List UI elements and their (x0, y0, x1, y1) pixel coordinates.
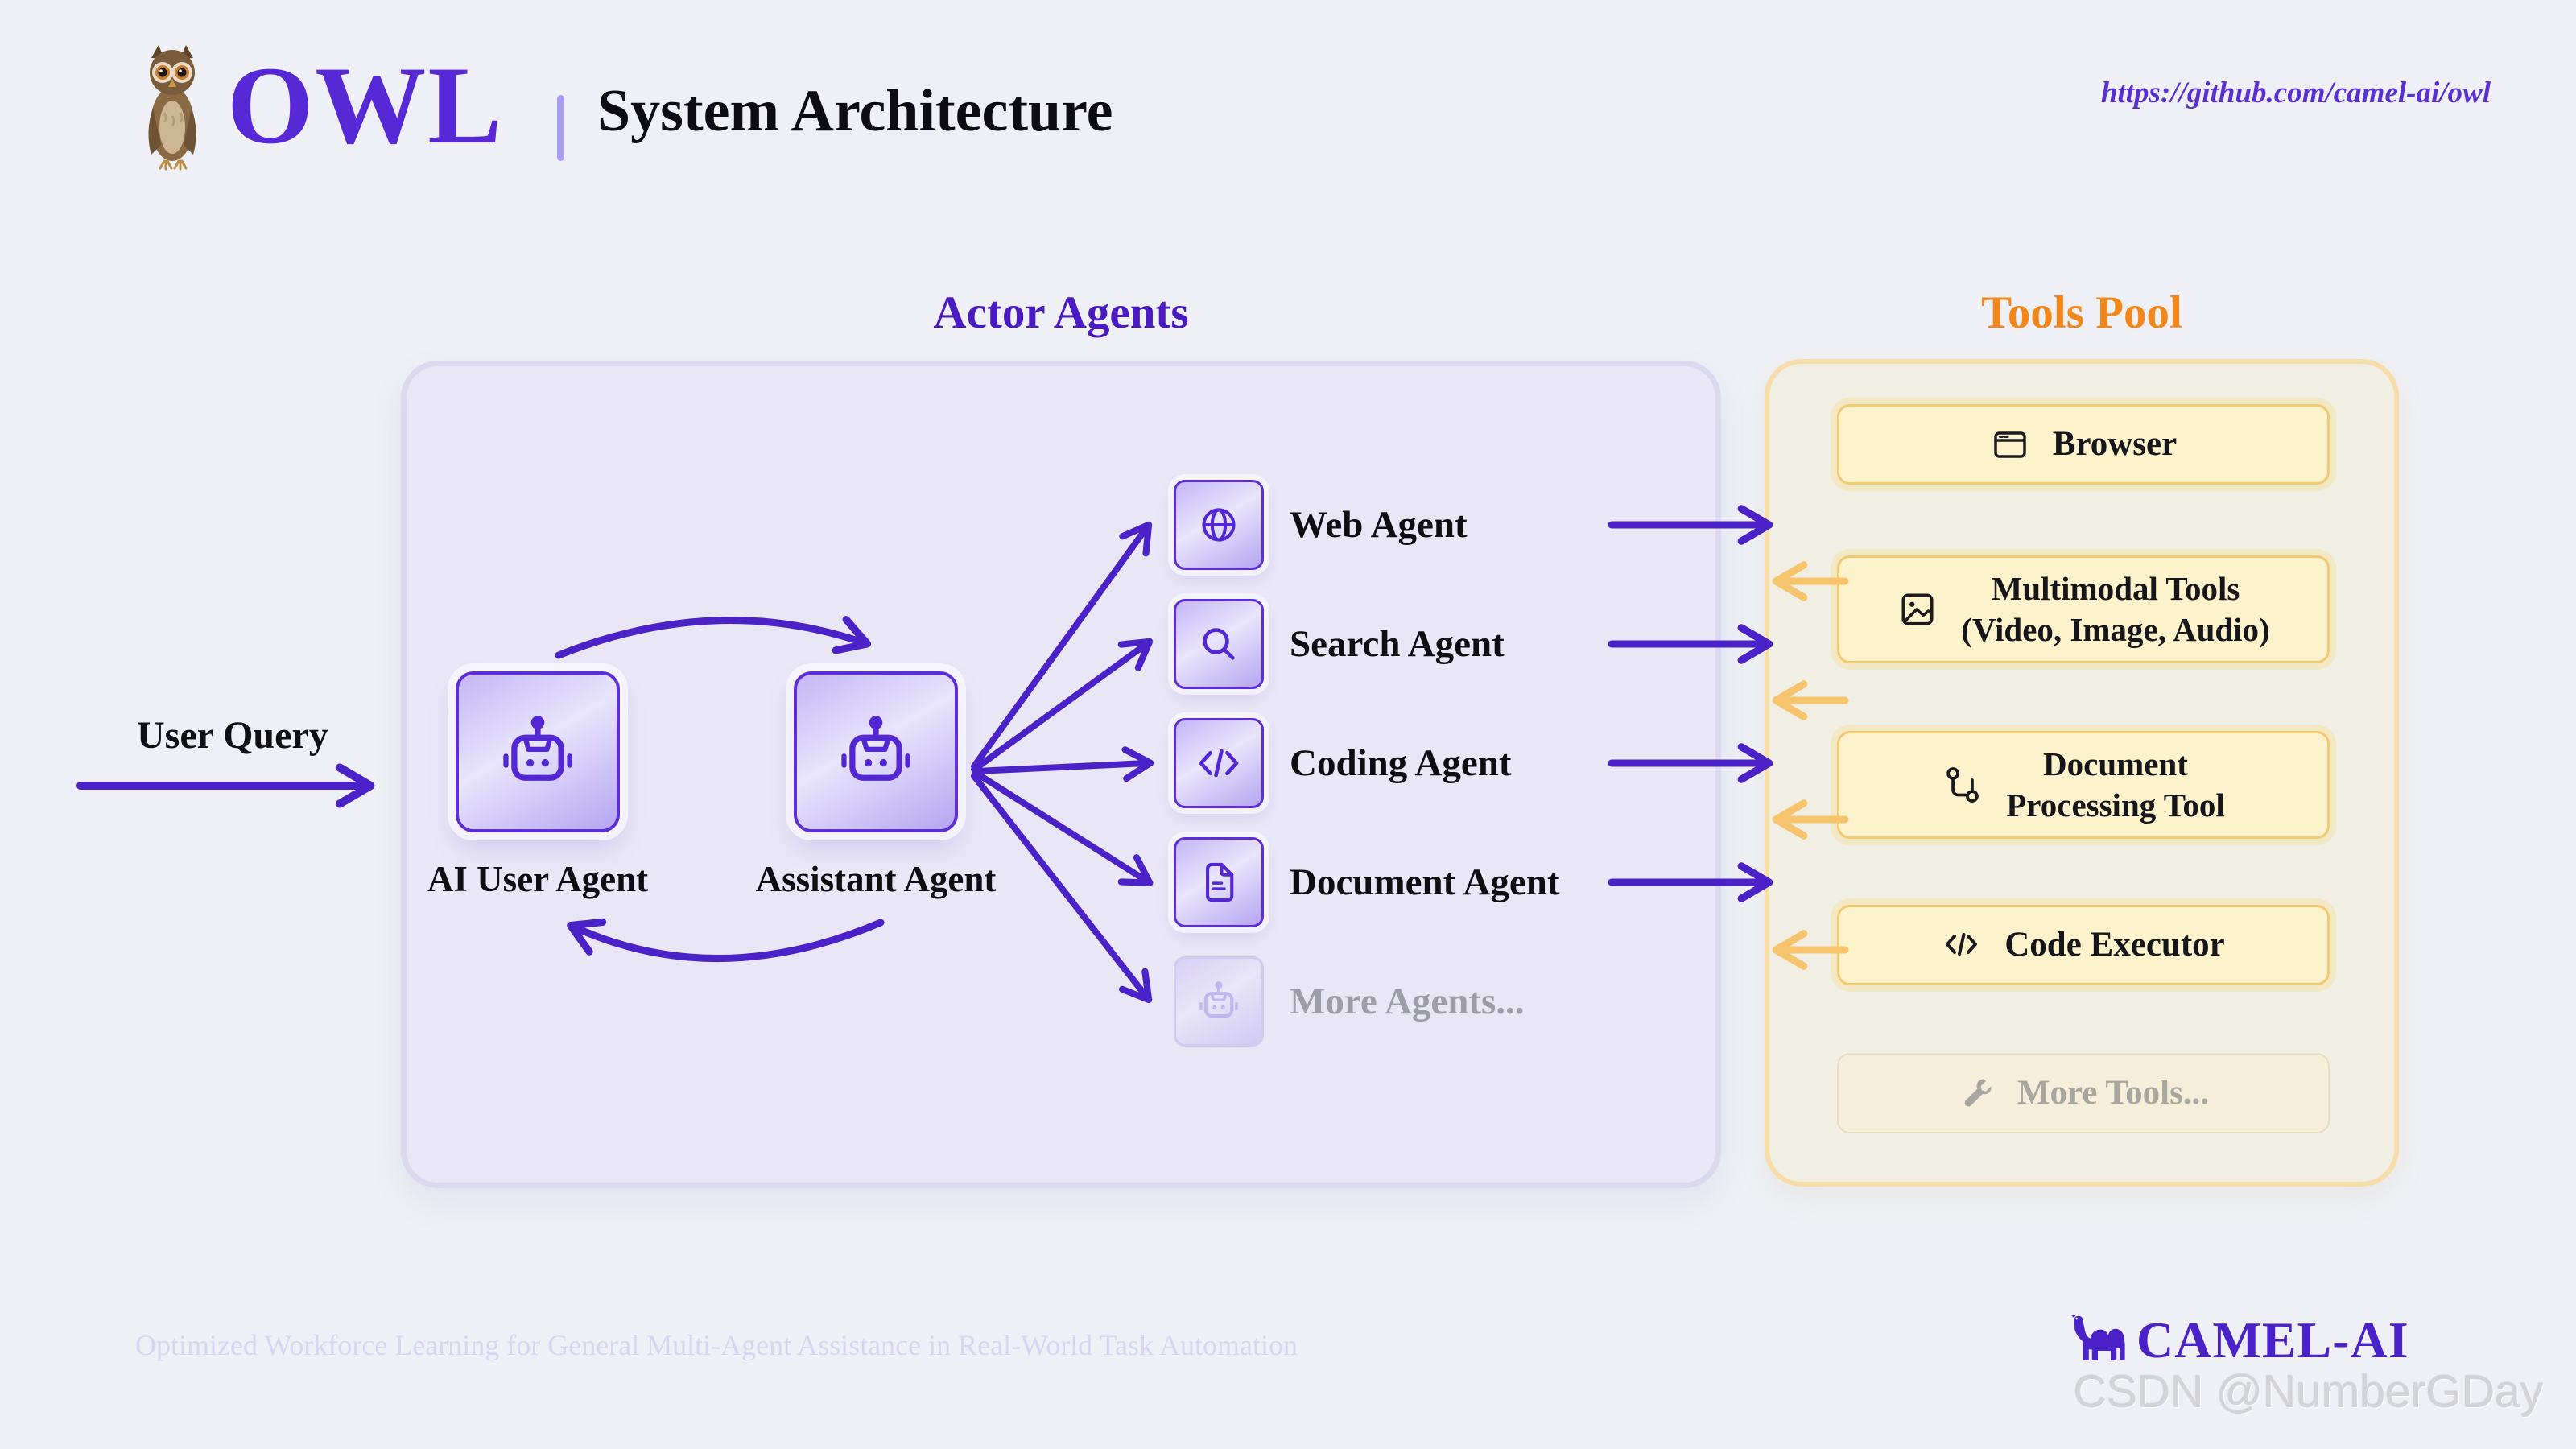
globe-icon (1202, 508, 1236, 542)
document-processing-icon (1946, 767, 1979, 803)
agent-row-web: Web Agent (1174, 480, 1468, 570)
browser-icon (1994, 431, 2026, 458)
ai-user-agent-node (456, 671, 620, 832)
owl-logo-text: OWL (227, 43, 504, 167)
github-repo-link[interactable]: https://github.com/camel-ai/owl (2100, 76, 2491, 109)
document-processing-label-line2: Processing Tool (2006, 786, 2225, 824)
search-icon (1203, 628, 1235, 660)
code-icon (1946, 933, 1978, 956)
multimodal-label-line2: (Video, Image, Audio) (1961, 611, 2270, 648)
tool-browser: Browser (1837, 404, 2330, 485)
tool-code-executor: Code Executor (1837, 905, 2330, 985)
agent-row-more: More Agents... (1174, 956, 1525, 1046)
wrench-icon (1964, 1079, 1992, 1107)
document-icon (1206, 862, 1234, 902)
tool-document-processing: Document Processing Tool (1837, 731, 2330, 839)
search-agent-label: Search Agent (1290, 623, 1505, 665)
browser-label: Browser (2052, 425, 2178, 464)
robot-icon (841, 716, 910, 781)
user-query-label: User Query (137, 714, 328, 757)
agent-row-search: Search Agent (1174, 599, 1505, 689)
header-divider (557, 95, 564, 161)
robot-icon (1199, 981, 1238, 1018)
image-icon (1901, 593, 1934, 625)
web-agent-label: Web Agent (1290, 504, 1468, 546)
assistant-agent-node (794, 671, 958, 832)
ai-user-agent-label: AI User Agent (427, 859, 649, 899)
document-agent-node (1174, 837, 1264, 927)
tool-multimodal: Multimodal Tools (Video, Image, Audio) (1837, 555, 2330, 663)
coding-agent-label: Coding Agent (1290, 742, 1512, 784)
page-title: System Architecture (597, 78, 1113, 144)
code-icon (1199, 749, 1239, 778)
document-processing-label: Document Processing Tool (2006, 744, 2225, 827)
tools-pool-title: Tools Pool (1981, 287, 2182, 338)
agent-row-document: Document Agent (1174, 837, 1560, 927)
camel-ai-brand: CAMEL-AI (2136, 1311, 2409, 1368)
assistant-agent-label: Assistant Agent (755, 859, 997, 899)
csdn-watermark: CSDN @NumberGDay (2074, 1366, 2544, 1418)
more-agents-node (1174, 956, 1264, 1046)
more-agents-label: More Agents... (1290, 980, 1525, 1022)
web-agent-node (1174, 480, 1264, 570)
actor-agents-title: Actor Agents (933, 287, 1189, 338)
coding-agent-node (1174, 718, 1264, 808)
multimodal-label: Multimodal Tools (Video, Image, Audio) (1961, 568, 2269, 651)
tool-more-tools: More Tools... (1837, 1053, 2330, 1133)
camel-icon (2070, 1315, 2125, 1360)
document-processing-label-line1: Document (2043, 745, 2188, 782)
document-agent-label: Document Agent (1290, 861, 1560, 903)
more-tools-label: More Tools... (2017, 1074, 2210, 1113)
owl-mascot-icon (148, 45, 196, 171)
agent-row-coding: Coding Agent (1174, 718, 1512, 808)
code-executor-label: Code Executor (2004, 926, 2225, 964)
search-agent-node (1174, 599, 1264, 689)
footer-tagline: Optimized Workforce Learning for General… (135, 1329, 1298, 1361)
robot-icon (503, 716, 572, 781)
multimodal-label-line1: Multimodal Tools (1991, 569, 2240, 607)
